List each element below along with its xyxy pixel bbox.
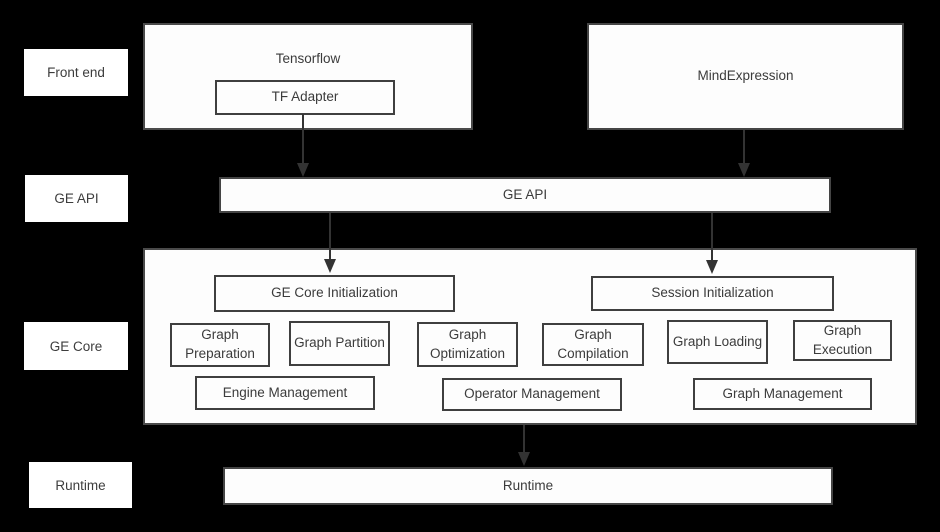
stage-box-graph-loading: Graph Loading: [667, 320, 768, 364]
row-label-ge-api-text: GE API: [54, 191, 99, 206]
graph-partition-label: Graph Partition: [294, 335, 385, 351]
graph-preparation-label: Graph Preparation: [185, 327, 255, 361]
ge-core-initialization-label: GE Core Initialization: [271, 285, 398, 301]
tensorflow-title: Tensorflow: [275, 51, 341, 66]
row-label-ge-core-text: GE Core: [49, 338, 103, 354]
arrow-head-icon: [738, 163, 750, 177]
ge-api-bar-label: GE API: [502, 186, 548, 202]
arrow-head-icon: [297, 163, 309, 177]
arrow-head-icon: [706, 260, 718, 274]
row-label-ge-core: GE Core: [24, 322, 128, 370]
stage-box-graph-preparation: Graph Preparation: [170, 323, 270, 367]
session-initialization-box: Session Initialization: [591, 276, 834, 311]
stage-box-graph-optimization: Graph Optimization: [417, 322, 518, 367]
engine-management-box: Engine Management: [195, 376, 375, 410]
runtime-bar-label: Runtime: [502, 477, 554, 493]
ge-core-initialization-box: GE Core Initialization: [214, 275, 455, 312]
operator-management-label: Operator Management: [464, 386, 600, 402]
tf-adapter-box: TF Adapter: [215, 80, 395, 115]
arrow-ge-api-to-session-initialization: [706, 213, 718, 274]
row-label-runtime: Runtime: [29, 462, 132, 508]
arrow-ge-core-to-runtime: [518, 425, 530, 466]
stage-box-graph-compilation: Graph Compilation: [542, 323, 644, 366]
operator-management-box: Operator Management: [442, 378, 622, 411]
tensorflow-box: Tensorflow TF Adapter: [143, 23, 473, 130]
graph-management-label: Graph Management: [722, 385, 843, 401]
row-label-front-end: Front end: [24, 49, 128, 96]
arrow-head-icon: [324, 259, 336, 273]
engine-management-label: Engine Management: [222, 384, 348, 400]
arrow-stem: [523, 425, 525, 454]
arrow-stem: [329, 213, 331, 261]
arrow-ge-api-to-ge-core-initialization: [324, 213, 336, 273]
graph-compilation-label: Graph Compilation: [557, 326, 629, 361]
graph-loading-label: Graph Loading: [672, 333, 763, 349]
stage-box-graph-execution: Graph Execution: [793, 320, 892, 361]
row-label-ge-api: GE API: [25, 175, 128, 222]
row-label-runtime-text: Runtime: [55, 477, 106, 493]
runtime-bar: Runtime: [223, 467, 833, 505]
stage-box-graph-partition: Graph Partition: [289, 321, 390, 366]
session-initialization-label: Session Initialization: [651, 285, 774, 301]
arrow-mindexpression-to-ge-api: [738, 130, 750, 177]
graph-optimization-label: Graph Optimization: [429, 326, 506, 361]
row-label-front-end-text: Front end: [47, 65, 105, 80]
mind-expression-box: MindExpression: [587, 23, 904, 130]
ge-core-box: GE Core Initialization Session Initializ…: [143, 248, 917, 425]
arrow-head-icon: [518, 452, 530, 466]
tf-adapter-label: TF Adapter: [271, 89, 339, 105]
graph-management-box: Graph Management: [693, 378, 872, 410]
arrow-tf-adapter-to-ge-api: [297, 114, 309, 177]
arrow-stem: [302, 114, 304, 165]
arrow-stem: [711, 213, 713, 262]
arrow-stem: [743, 130, 745, 165]
graph-execution-label: Graph Execution: [812, 322, 873, 357]
ge-api-bar: GE API: [219, 177, 831, 213]
mind-expression-label: MindExpression: [697, 68, 794, 84]
